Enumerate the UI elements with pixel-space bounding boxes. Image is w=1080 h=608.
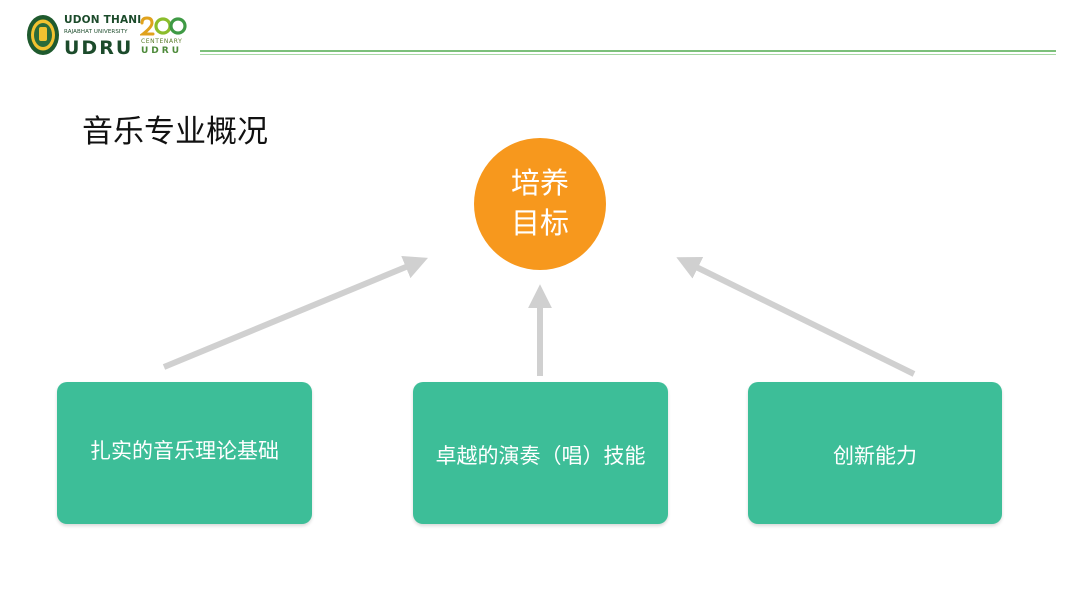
goal-node: 培养 目标: [474, 138, 606, 270]
box-innovation: 创新能力: [748, 382, 1002, 524]
box-theory: 扎实的音乐理论基础: [57, 382, 312, 524]
university-name-line2: RAJABHAT UNIVERSITY: [64, 29, 128, 35]
university-wordmark: UDON THANI RAJABHAT UNIVERSITY UDRU: [64, 14, 141, 59]
header-divider-thin: [200, 54, 1056, 55]
arrow-left: [162, 255, 428, 370]
university-acronym: UDRU: [64, 37, 134, 59]
arrow-right: [676, 257, 916, 377]
university-name-line1: UDON THANI: [64, 14, 142, 26]
box-theory-label: 扎实的音乐理论基础: [90, 439, 279, 463]
box-performance: 卓越的演奏（唱）技能: [413, 382, 668, 524]
centenary-200-icon: [140, 16, 187, 36]
goal-label: 培养 目标: [474, 163, 606, 243]
box-performance-label: 卓越的演奏（唱）技能: [435, 444, 646, 468]
centenary-label: CENTENARY: [141, 38, 183, 45]
box-innovation-label: 创新能力: [833, 444, 917, 468]
goal-label-line1: 培养: [510, 166, 569, 200]
header-divider: [200, 50, 1056, 52]
slide-title: 音乐专业概况: [82, 114, 268, 150]
centenary-acronym: UDRU: [141, 46, 183, 56]
goal-label-line2: 目标: [510, 206, 569, 240]
university-seal-icon: [27, 15, 59, 55]
